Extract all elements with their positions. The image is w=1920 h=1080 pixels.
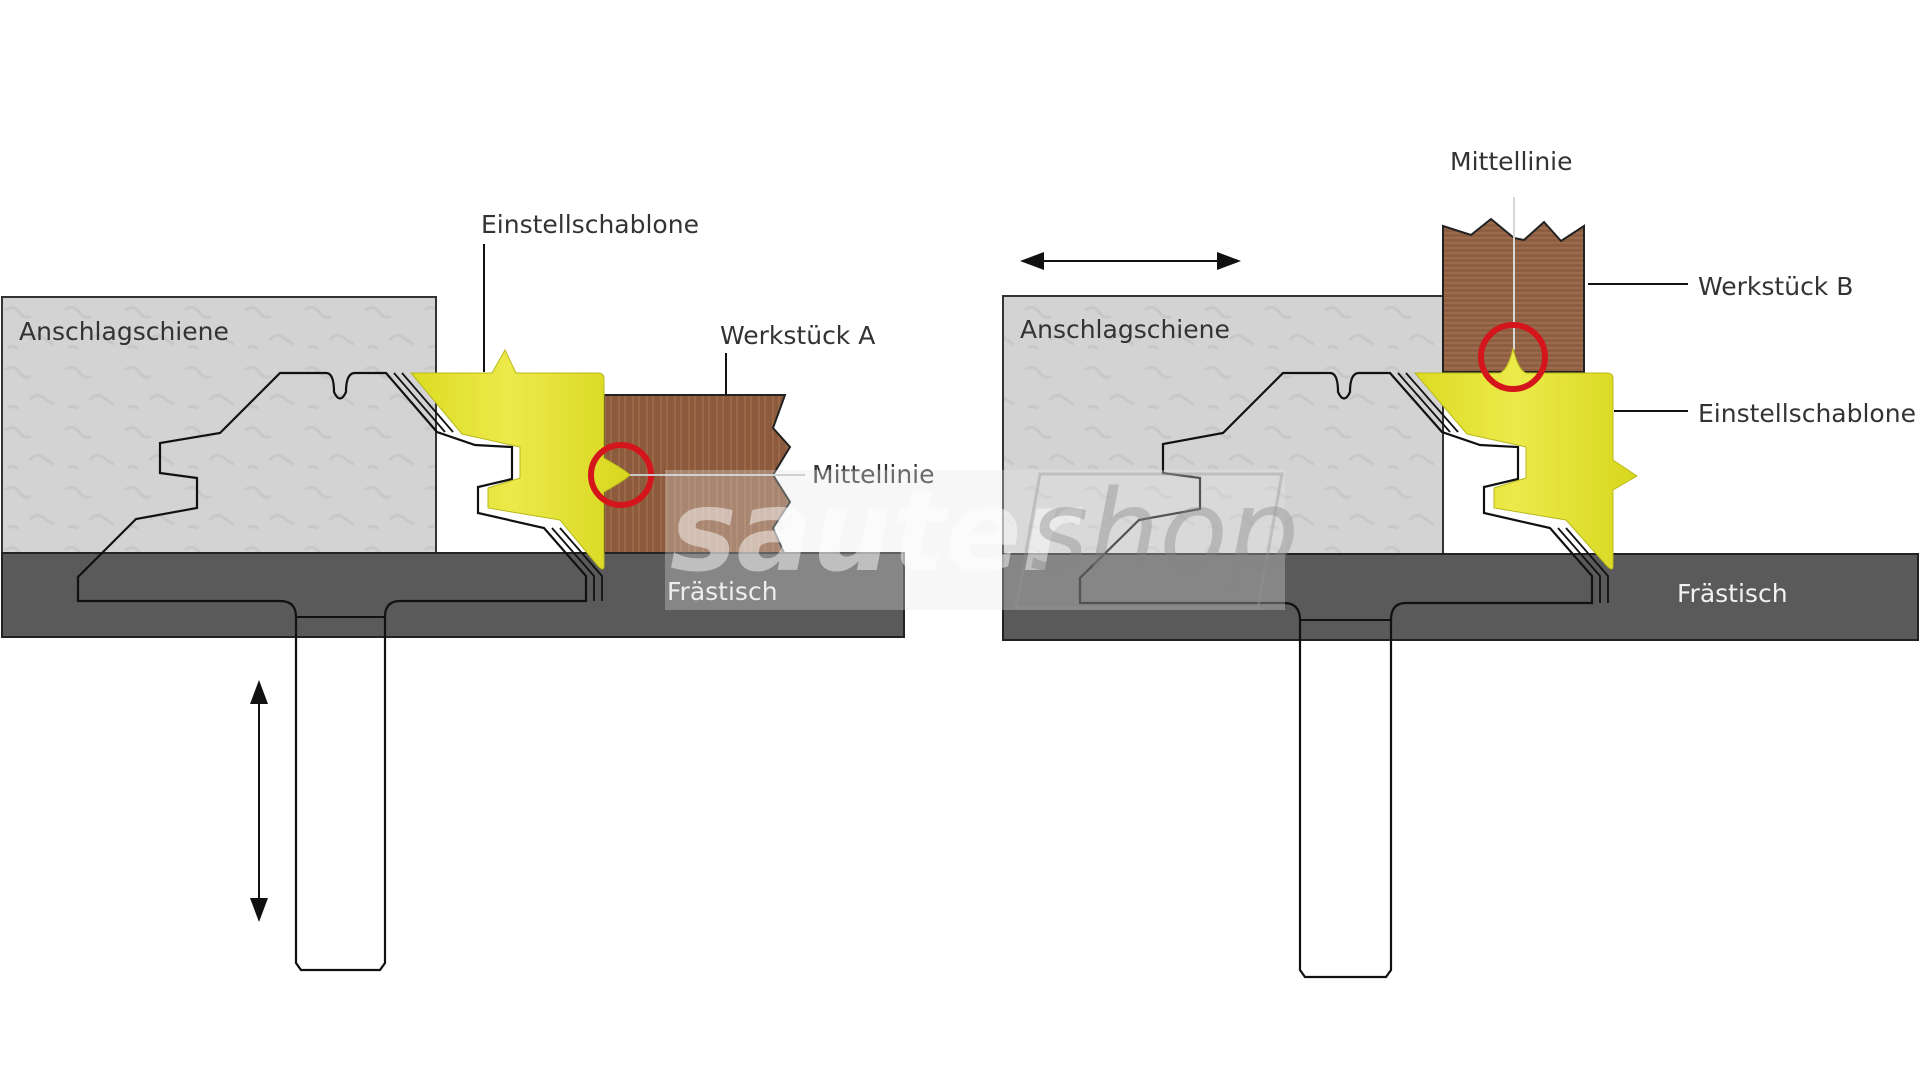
router-bit-left [76, 371, 588, 972]
watermark-suffix: shop [1030, 467, 1299, 597]
router-table-left [1, 552, 905, 638]
setup-template-right [1413, 347, 1638, 570]
fence-label-left: Anschlagschiene [19, 317, 229, 346]
template-label-right: Einstellschablone [1698, 399, 1916, 428]
centerline-label-right: Mittellinie [1450, 147, 1573, 176]
table-label-left: Frästisch [667, 577, 778, 606]
table-label-right: Frästisch [1677, 579, 1788, 608]
router-bit-right [1078, 371, 1594, 979]
fence-left [1, 296, 437, 554]
template-label-left: Einstellschablone [481, 210, 699, 239]
fence-right [1002, 295, 1444, 555]
centerline-label-left: Mittellinie [812, 460, 935, 489]
watermark-brand: sauter [670, 467, 1083, 597]
horizontal-double-arrow-icon [1020, 252, 1241, 270]
left-panel: Anschlagschiene Frästisch Mittellinie Ei… [1, 210, 935, 972]
watermark: sauter shop [665, 467, 1299, 610]
workpiece-label-a: Werkstück A [720, 321, 875, 350]
highlight-circle-right [1478, 322, 1548, 392]
fence-label-right: Anschlagschiene [1020, 315, 1230, 344]
vertical-double-arrow-icon [250, 680, 268, 922]
setup-template-left [409, 348, 631, 570]
right-panel: Anschlagschiene Mittellinie Frästisch We… [1002, 147, 1919, 979]
workpiece-label-b: Werkstück B [1698, 272, 1853, 301]
router-table-right [1002, 553, 1919, 641]
